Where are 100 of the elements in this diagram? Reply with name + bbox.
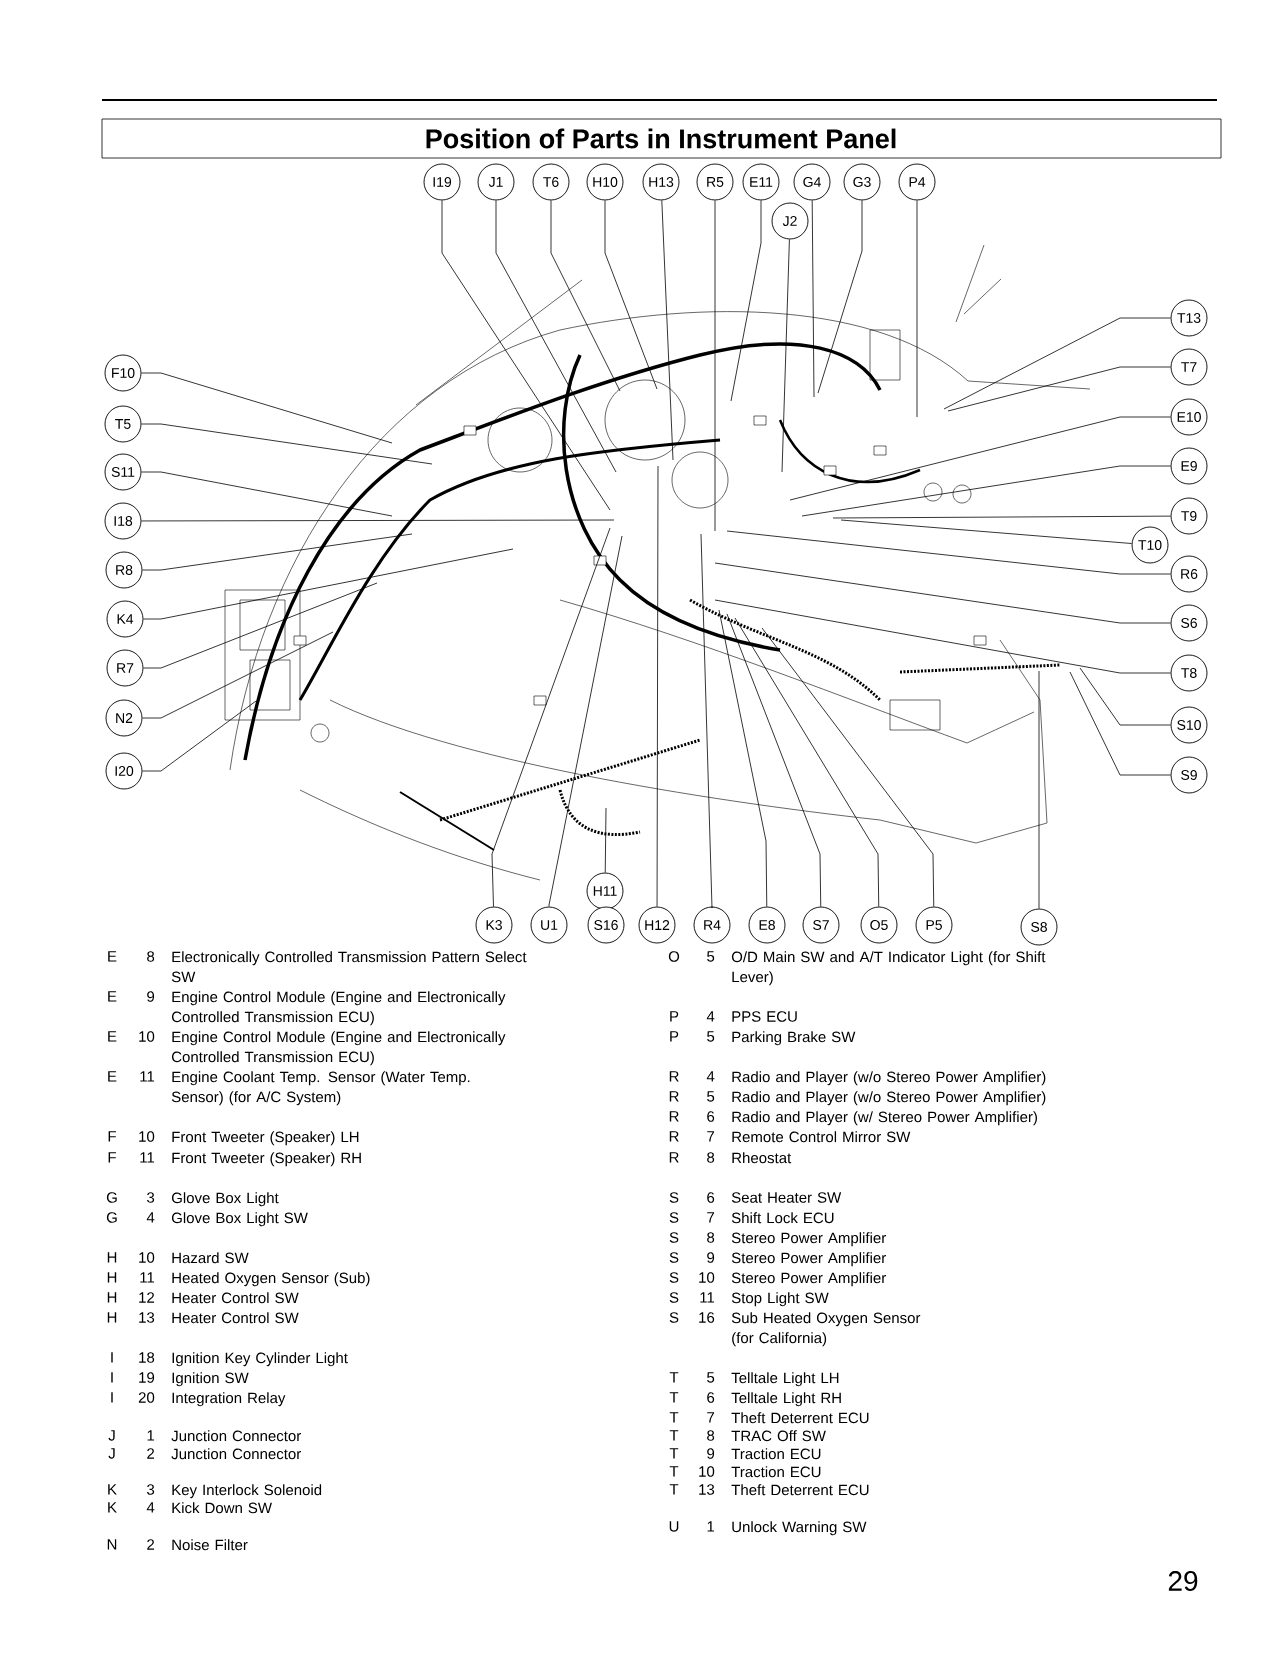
leader-line	[811, 200, 815, 398]
part-name: Front Tweeter (Speaker) LH	[172, 1131, 359, 1146]
connector-number: 13	[699, 1484, 715, 1495]
connector-number: 5	[707, 1031, 715, 1042]
connector-code: T	[669, 1448, 679, 1459]
part-name: Noise Filter	[172, 1539, 248, 1551]
leader-line	[491, 527, 611, 907]
part-name: Ignition SW	[172, 1372, 249, 1387]
connector-code: E	[108, 1031, 117, 1042]
part-name: Rheostat	[732, 1152, 792, 1164]
connector-code: S	[669, 1292, 679, 1303]
connector-code: R	[669, 1091, 679, 1102]
connector-number: 9	[707, 1448, 715, 1459]
part-name: Heated Oxygen Sensor (Sub)	[172, 1272, 370, 1287]
connector-code: H	[107, 1312, 117, 1323]
connector-code: I	[111, 1392, 113, 1403]
connector-number: 3	[147, 1484, 155, 1495]
connector-code: S	[669, 1192, 679, 1203]
connector-number: 7	[707, 1412, 715, 1423]
connector-number: 4	[146, 1502, 155, 1513]
connector-code: S	[669, 1212, 679, 1223]
connector-number: 5	[707, 1091, 715, 1102]
part-name: Key Interlock Solenoid	[172, 1484, 322, 1499]
part-name: Sub Heated Oxygen Sensor (for California)	[731, 1312, 921, 1347]
connector-number: 20	[138, 1392, 155, 1403]
connector-number: 6	[707, 1192, 715, 1203]
part-name: Heater Control SW	[172, 1312, 299, 1324]
part-name: Engine Control Module (Engine and Electronically Controlled Transmission ECU)	[171, 991, 506, 1026]
connector-number: 9	[147, 991, 155, 1002]
leader-line	[718, 609, 768, 907]
leader-line	[143, 548, 514, 620]
part-name: Parking Brake SW	[732, 1031, 856, 1046]
leader-line	[441, 200, 611, 511]
connector-number: 9	[707, 1252, 715, 1263]
leader-line	[142, 700, 257, 772]
part-name: Stereo Power Amplifier	[731, 1252, 886, 1267]
part-name: Traction ECU	[731, 1466, 821, 1478]
connector-code: T	[669, 1412, 679, 1423]
leader-line	[1079, 667, 1171, 726]
connector-code: T	[669, 1372, 679, 1383]
part-name: Junction Connector	[171, 1430, 301, 1442]
connector-number: 2	[147, 1539, 155, 1550]
connector-number: 18	[139, 1352, 155, 1363]
part-name: Hazard SW	[172, 1252, 249, 1264]
part-name: PPS ECU	[732, 1011, 797, 1022]
part-name: Heater Control SW	[172, 1292, 299, 1304]
leader-line	[661, 200, 674, 461]
part-name: Shift Lock ECU	[731, 1212, 834, 1224]
connector-number: 4	[706, 1071, 715, 1082]
part-name: Telltale Light LH	[731, 1372, 839, 1387]
connector-code: H	[107, 1272, 117, 1283]
connector-code: G	[106, 1192, 117, 1203]
part-name: Traction ECU	[731, 1448, 821, 1460]
part-name: Radio and Player (w/o Stereo Power Amplifier)	[732, 1071, 1046, 1086]
connector-code: J	[108, 1430, 115, 1441]
leader-line	[832, 515, 1171, 519]
leader-line	[548, 535, 623, 907]
leader-line	[141, 423, 433, 465]
leader-line	[142, 533, 413, 571]
leader-line	[1038, 670, 1040, 909]
part-name: Engine Control Module (Engine and Electronically Controlled Transmission ECU)	[171, 1031, 506, 1066]
part-name: Telltale Light RH	[731, 1392, 841, 1407]
page-number: 29	[1168, 1571, 1198, 1591]
connector-number: 5	[707, 1372, 715, 1383]
connector-number: 10	[139, 1252, 155, 1263]
leader-line	[781, 239, 790, 473]
part-name: Stereo Power Amplifier	[731, 1272, 886, 1287]
connector-number: 11	[140, 1152, 155, 1163]
part-name: Seat Heater SW	[731, 1192, 842, 1203]
connector-code: G	[106, 1212, 117, 1223]
part-name: Kick Down SW	[172, 1502, 272, 1514]
connector-code: S	[669, 1272, 679, 1283]
connector-number: 6	[707, 1111, 715, 1122]
part-name: Radio and Player (w/o Stereo Power Amplifier)	[732, 1091, 1046, 1106]
part-name: Radio and Player (w/ Stereo Power Amplifier)	[732, 1111, 1037, 1126]
part-name: TRAC Off SW	[731, 1430, 826, 1442]
connector-number: 10	[139, 1131, 155, 1142]
connector-code: U	[669, 1521, 679, 1532]
connector-number: 8	[707, 1430, 715, 1441]
title-banner: Position of Parts in Instrument Panel	[101, 118, 1222, 159]
part-name: Ignition Key Cylinder Light	[172, 1352, 348, 1367]
leader-line	[604, 807, 607, 873]
leader-line	[141, 519, 615, 522]
connector-code: S	[669, 1252, 679, 1263]
leader-line	[700, 533, 713, 909]
connector-code: I	[111, 1352, 113, 1363]
leader-line	[726, 613, 822, 907]
leader-line	[916, 200, 918, 418]
connector-number: 13	[139, 1312, 155, 1323]
part-name: Electronically Controlled Transmission Pattern Select SW	[171, 951, 527, 983]
part-name: Integration Relay	[172, 1392, 286, 1407]
connector-number: 8	[707, 1152, 715, 1163]
connector-code: F	[108, 1152, 116, 1163]
connector-code: E	[108, 1071, 117, 1082]
leader-line	[947, 366, 1171, 412]
leader-line	[550, 200, 621, 392]
connector-code: P	[670, 1011, 679, 1022]
connector-number: 16	[699, 1312, 715, 1323]
part-name: Glove Box Light	[171, 1192, 279, 1207]
part-name: Theft Deterrent ECU	[731, 1484, 869, 1496]
